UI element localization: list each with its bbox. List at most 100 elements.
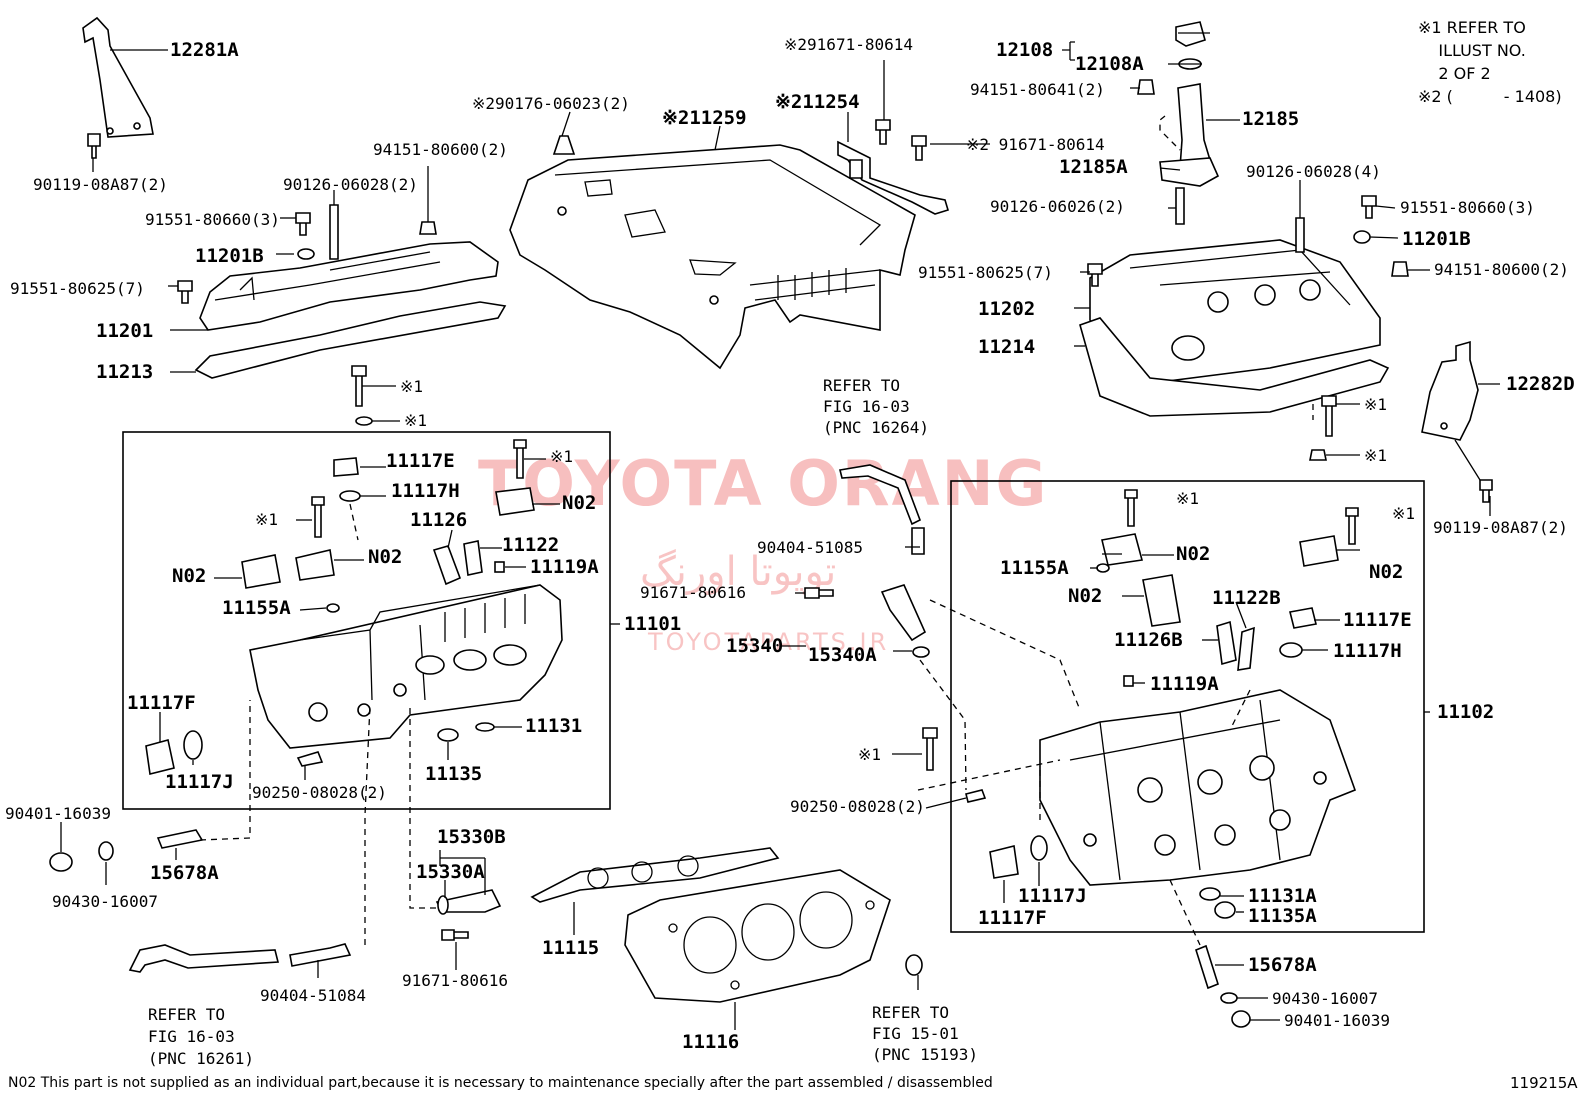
stud-90126-06026 — [1175, 187, 1185, 225]
filler-pipe-12185 — [1177, 83, 1212, 170]
label-91551-80660-left: 91551-80660(3) — [145, 210, 280, 229]
grommet-90176 — [552, 135, 576, 155]
cap-N02-right-a — [1101, 533, 1144, 566]
guide-11122B — [1237, 626, 1255, 671]
label-90404-51084: 90404-51084 — [260, 986, 366, 1005]
label-12281A: 12281A — [170, 39, 239, 61]
label-94151-80600-left: 94151-80600(2) — [373, 140, 508, 159]
plug-90401-left — [49, 852, 73, 872]
label-11101: 11101 — [624, 613, 681, 635]
refer-to-15193-line3: (PNC 15193) — [872, 1045, 978, 1064]
cap-N02-left-b — [241, 554, 281, 589]
label-91671-80616-left: 91671-80616 — [402, 971, 508, 990]
dashed-lines — [199, 115, 1314, 946]
label-s1-bolt-right: ※1 — [1364, 395, 1387, 414]
label-90126-06028-left: 90126-06028(2) — [283, 175, 418, 194]
label-12282D: 12282D — [1506, 373, 1575, 395]
refer-to-15193-line1: REFER TO — [872, 1003, 949, 1022]
refer-to-16264-line3: (PNC 16264) — [823, 418, 929, 437]
label-11119A-left: 11119A — [530, 556, 599, 578]
label-15678A-right: 15678A — [1248, 954, 1317, 976]
o-ring-15340A — [912, 646, 930, 658]
gasket-11117H-left — [339, 490, 361, 502]
guide-11126 — [432, 545, 462, 586]
label-11122: 11122 — [502, 534, 559, 556]
label-90430-16007-right: 90430-16007 — [1272, 989, 1378, 1008]
label-12108A: 12108A — [1075, 53, 1144, 75]
gasket-90430-right — [1220, 992, 1238, 1004]
cylinder-head-11102 — [1039, 689, 1357, 886]
washer-s1-left — [355, 416, 373, 426]
bolt-91551-80660-left — [295, 212, 311, 236]
footnote: N02 This part is not supplied as an indi… — [8, 1075, 993, 1091]
reference-note-line-4: ※2 ( - 1408) — [1418, 87, 1562, 106]
label-N02-right-a: N02 — [1176, 543, 1210, 565]
label-15330B: 15330B — [437, 826, 506, 848]
label-12185: 12185 — [1242, 108, 1299, 130]
pin-11119A-right — [1123, 675, 1134, 687]
cap-N02-left-c — [295, 549, 335, 581]
label-90119-08A87-right: 90119-08A87(2) — [1433, 518, 1568, 537]
union-90404-51085 — [911, 527, 925, 555]
refer-to-16261-line3: (PNC 16261) — [148, 1049, 254, 1068]
gasket-11116 — [624, 869, 891, 1003]
label-15340A: 15340A — [808, 644, 877, 666]
o-ring-15330A — [437, 895, 449, 915]
label-11131A: 11131A — [1248, 885, 1317, 907]
label-11201B-left: 11201B — [195, 245, 264, 267]
label-11117E-left: 11117E — [386, 450, 455, 472]
stud-90126-06028-right — [1295, 217, 1305, 253]
plug-15193 — [905, 954, 923, 976]
label-11116: 11116 — [682, 1031, 739, 1053]
label-12185A: 12185A — [1059, 156, 1128, 178]
label-11135A: 11135A — [1248, 905, 1317, 927]
gasket-11213 — [194, 301, 507, 379]
label-90430-16007-left: 90430-16007 — [52, 892, 158, 911]
bolt-91551-80625-left — [177, 280, 193, 304]
label-11214: 11214 — [978, 336, 1035, 358]
label-11117F-right: 11117F — [978, 907, 1047, 929]
refer-to-16261-line2: FIG 16-03 — [148, 1027, 235, 1046]
label-s1-right-b: ※1 — [1392, 504, 1415, 523]
leader-lines — [60, 32, 1500, 1030]
label-11155A-right: 11155A — [1000, 557, 1069, 579]
label-11117E-right: 11117E — [1343, 609, 1412, 631]
label-90119-08A87-left: 90119-08A87(2) — [33, 175, 168, 194]
label-s1-right-a: ※1 — [1176, 489, 1199, 508]
valve-cover-11201 — [199, 241, 499, 331]
bolt-90119-right — [1479, 479, 1493, 503]
label-11131: 11131 — [525, 715, 582, 737]
label-s1-left-mid: ※1 — [255, 510, 278, 529]
plug-11155A-left — [326, 603, 340, 613]
nut-94151-80600-right — [1391, 261, 1409, 277]
label-91551-80625-left: 91551-80625(7) — [10, 279, 145, 298]
label-N02-right-b: N02 — [1369, 561, 1403, 583]
gasket-11117H-right — [1279, 642, 1303, 658]
seal-11135A — [1214, 901, 1236, 919]
bolt-91671-80614-a — [875, 119, 891, 145]
sensor-15678A-left — [156, 829, 204, 849]
label-s1-center: ※1 — [858, 745, 881, 764]
nut-s1-right — [1309, 449, 1327, 461]
bolt-91671-80616-center — [804, 587, 834, 599]
pin-90250-left — [296, 751, 324, 767]
left-cylinder-head-box — [122, 431, 611, 810]
plug-11155A-right — [1096, 563, 1110, 573]
engine-hanger-12282D — [1421, 340, 1479, 441]
label-11202: 11202 — [978, 298, 1035, 320]
label-11115: 11115 — [542, 937, 599, 959]
cap-N02-right-b — [1299, 535, 1339, 567]
label-11201: 11201 — [96, 320, 153, 342]
gasket-11214 — [1079, 317, 1390, 417]
pin-11119A-left — [494, 561, 505, 573]
seal-11131A — [1199, 887, 1221, 901]
union-90404-51084 — [289, 943, 352, 967]
label-11117J-left: 11117J — [165, 771, 234, 793]
watermark-sub: TOYOTAPARTS.IR — [647, 628, 889, 656]
bolt-91551-80625-right — [1087, 263, 1103, 287]
label-90176-06023: ※290176-06023(2) — [472, 94, 630, 113]
watermark-arabic: تویوتا اورنگ — [640, 549, 836, 595]
label-90126-06028-right: 90126-06028(4) — [1246, 162, 1381, 181]
label-12108: 12108 — [996, 39, 1053, 61]
